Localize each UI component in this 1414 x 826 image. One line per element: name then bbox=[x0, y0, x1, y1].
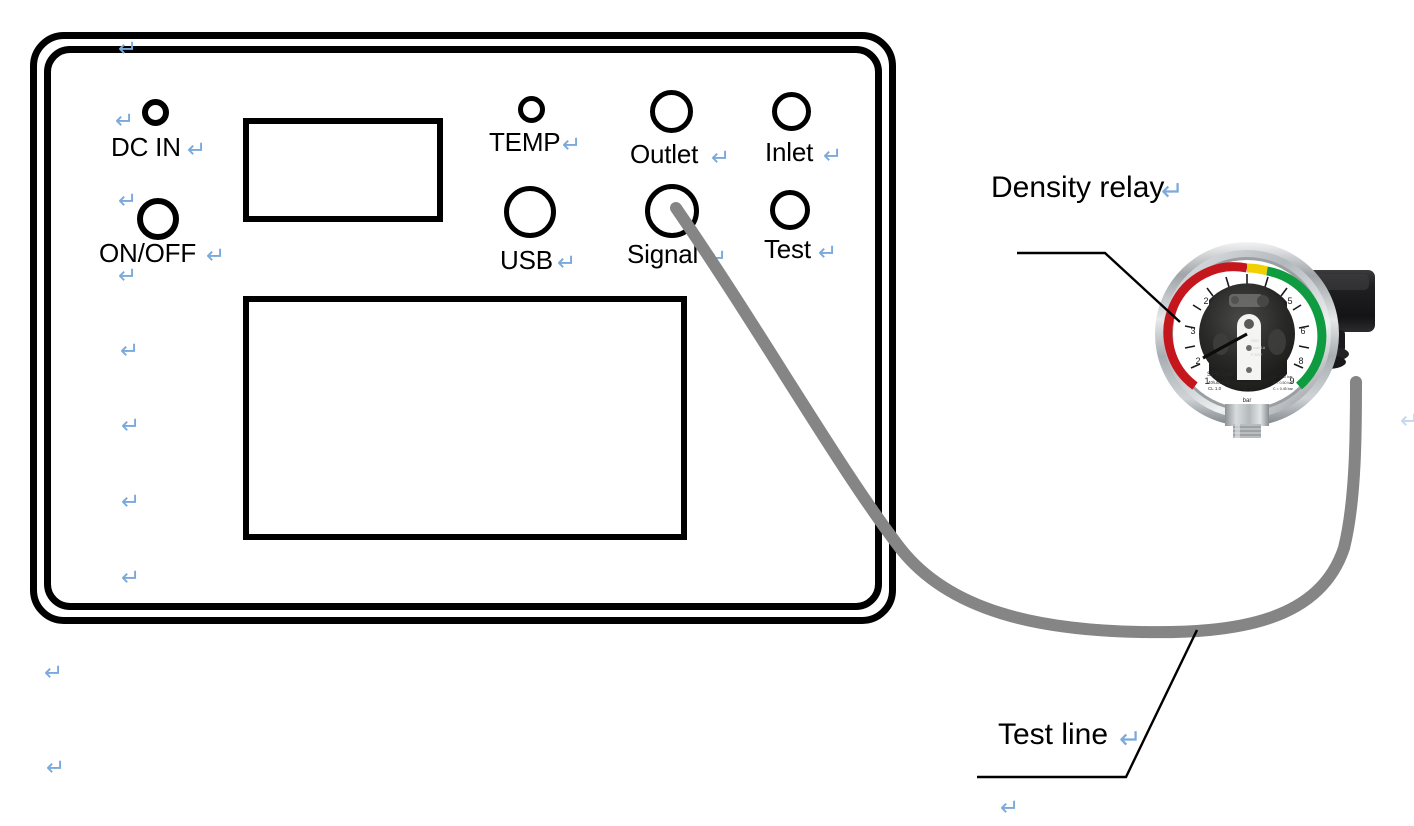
svg-text:2: 2 bbox=[1203, 296, 1208, 306]
return-mark-icon: ↵ bbox=[557, 250, 577, 276]
return-mark-icon: ↵ bbox=[120, 338, 140, 364]
svg-text:6: 6 bbox=[1300, 326, 1305, 336]
return-mark-icon: ↵ bbox=[1119, 724, 1142, 755]
return-mark-icon: ↵ bbox=[562, 132, 582, 158]
return-mark-icon: ↵ bbox=[187, 137, 207, 163]
svg-text:A = 0.52 bar: A = 0.52 bar bbox=[1273, 375, 1293, 379]
density-relay-gauge[interactable]: 2 3 2 4 5 6 8 9 1 bbox=[1151, 238, 1383, 440]
port-on-off[interactable] bbox=[137, 198, 179, 240]
svg-text:SF6 Gas: SF6 Gas bbox=[1207, 371, 1233, 378]
small-display-screen[interactable] bbox=[243, 118, 443, 222]
main-display-screen[interactable] bbox=[243, 296, 687, 540]
return-mark-icon: ↵ bbox=[121, 489, 141, 515]
return-mark-icon: ↵ bbox=[118, 36, 138, 62]
svg-text:B = 0.50 bar: B = 0.50 bar bbox=[1273, 381, 1293, 385]
port-label-usb: USB bbox=[500, 245, 553, 275]
port-usb[interactable] bbox=[504, 186, 556, 238]
return-mark-icon: ↵ bbox=[823, 143, 843, 169]
return-mark-icon: ↵ bbox=[121, 565, 141, 591]
leader-line-test-line bbox=[977, 629, 1199, 779]
svg-text:C = 0.45 bar: C = 0.45 bar bbox=[1273, 387, 1294, 391]
return-mark-icon: ↵ bbox=[121, 413, 141, 439]
callout-density-relay: Density relay bbox=[991, 171, 1165, 204]
port-label-on-off: ON/OFF bbox=[99, 238, 197, 268]
return-mark-icon: ↵ bbox=[115, 108, 135, 134]
return-mark-icon: ↵ bbox=[206, 243, 226, 269]
port-label-outlet: Outlet bbox=[630, 139, 699, 169]
return-mark-icon: ↵ bbox=[818, 240, 838, 266]
svg-text:8: 8 bbox=[1298, 356, 1303, 366]
port-dc-in[interactable] bbox=[142, 99, 169, 126]
return-mark-icon: ↵ bbox=[118, 263, 138, 289]
svg-text:250V: 250V bbox=[1251, 339, 1260, 343]
return-mark-icon: ↵ bbox=[118, 188, 138, 214]
port-test[interactable] bbox=[770, 190, 810, 230]
svg-text:CL 1.0: CL 1.0 bbox=[1208, 386, 1222, 391]
return-mark-icon: ↵ bbox=[1161, 176, 1184, 207]
port-label-temp: TEMP bbox=[489, 127, 561, 157]
port-outlet[interactable] bbox=[650, 90, 693, 133]
return-mark-icon: ↵ bbox=[1400, 408, 1414, 434]
return-mark-icon: ↵ bbox=[46, 755, 66, 781]
svg-text:I max 1A: I max 1A bbox=[1251, 346, 1266, 350]
port-label-signal: Signal bbox=[627, 239, 699, 269]
return-mark-icon: ↵ bbox=[44, 660, 64, 686]
svg-text:2: 2 bbox=[1195, 356, 1200, 366]
callout-test-line: Test line bbox=[998, 718, 1109, 751]
svg-text:40\u00b0C: 40\u00b0C bbox=[1208, 380, 1231, 385]
svg-text:bar: bar bbox=[1243, 398, 1252, 404]
gauge-process-connection-icon bbox=[1225, 404, 1269, 440]
return-mark-icon: ↵ bbox=[711, 145, 731, 171]
port-signal[interactable] bbox=[645, 184, 699, 238]
port-label-inlet: Inlet bbox=[765, 137, 814, 167]
return-mark-icon: ↵ bbox=[708, 245, 728, 271]
return-mark-icon: ↵ bbox=[1000, 795, 1020, 821]
port-label-dc-in: DC IN bbox=[111, 132, 181, 162]
svg-text:3: 3 bbox=[1190, 326, 1195, 336]
port-inlet[interactable] bbox=[772, 92, 811, 131]
port-label-test: Test bbox=[764, 234, 811, 264]
port-temp[interactable] bbox=[518, 96, 545, 123]
svg-text:5: 5 bbox=[1287, 296, 1292, 306]
svg-text:P 30W: P 30W bbox=[1251, 353, 1262, 357]
